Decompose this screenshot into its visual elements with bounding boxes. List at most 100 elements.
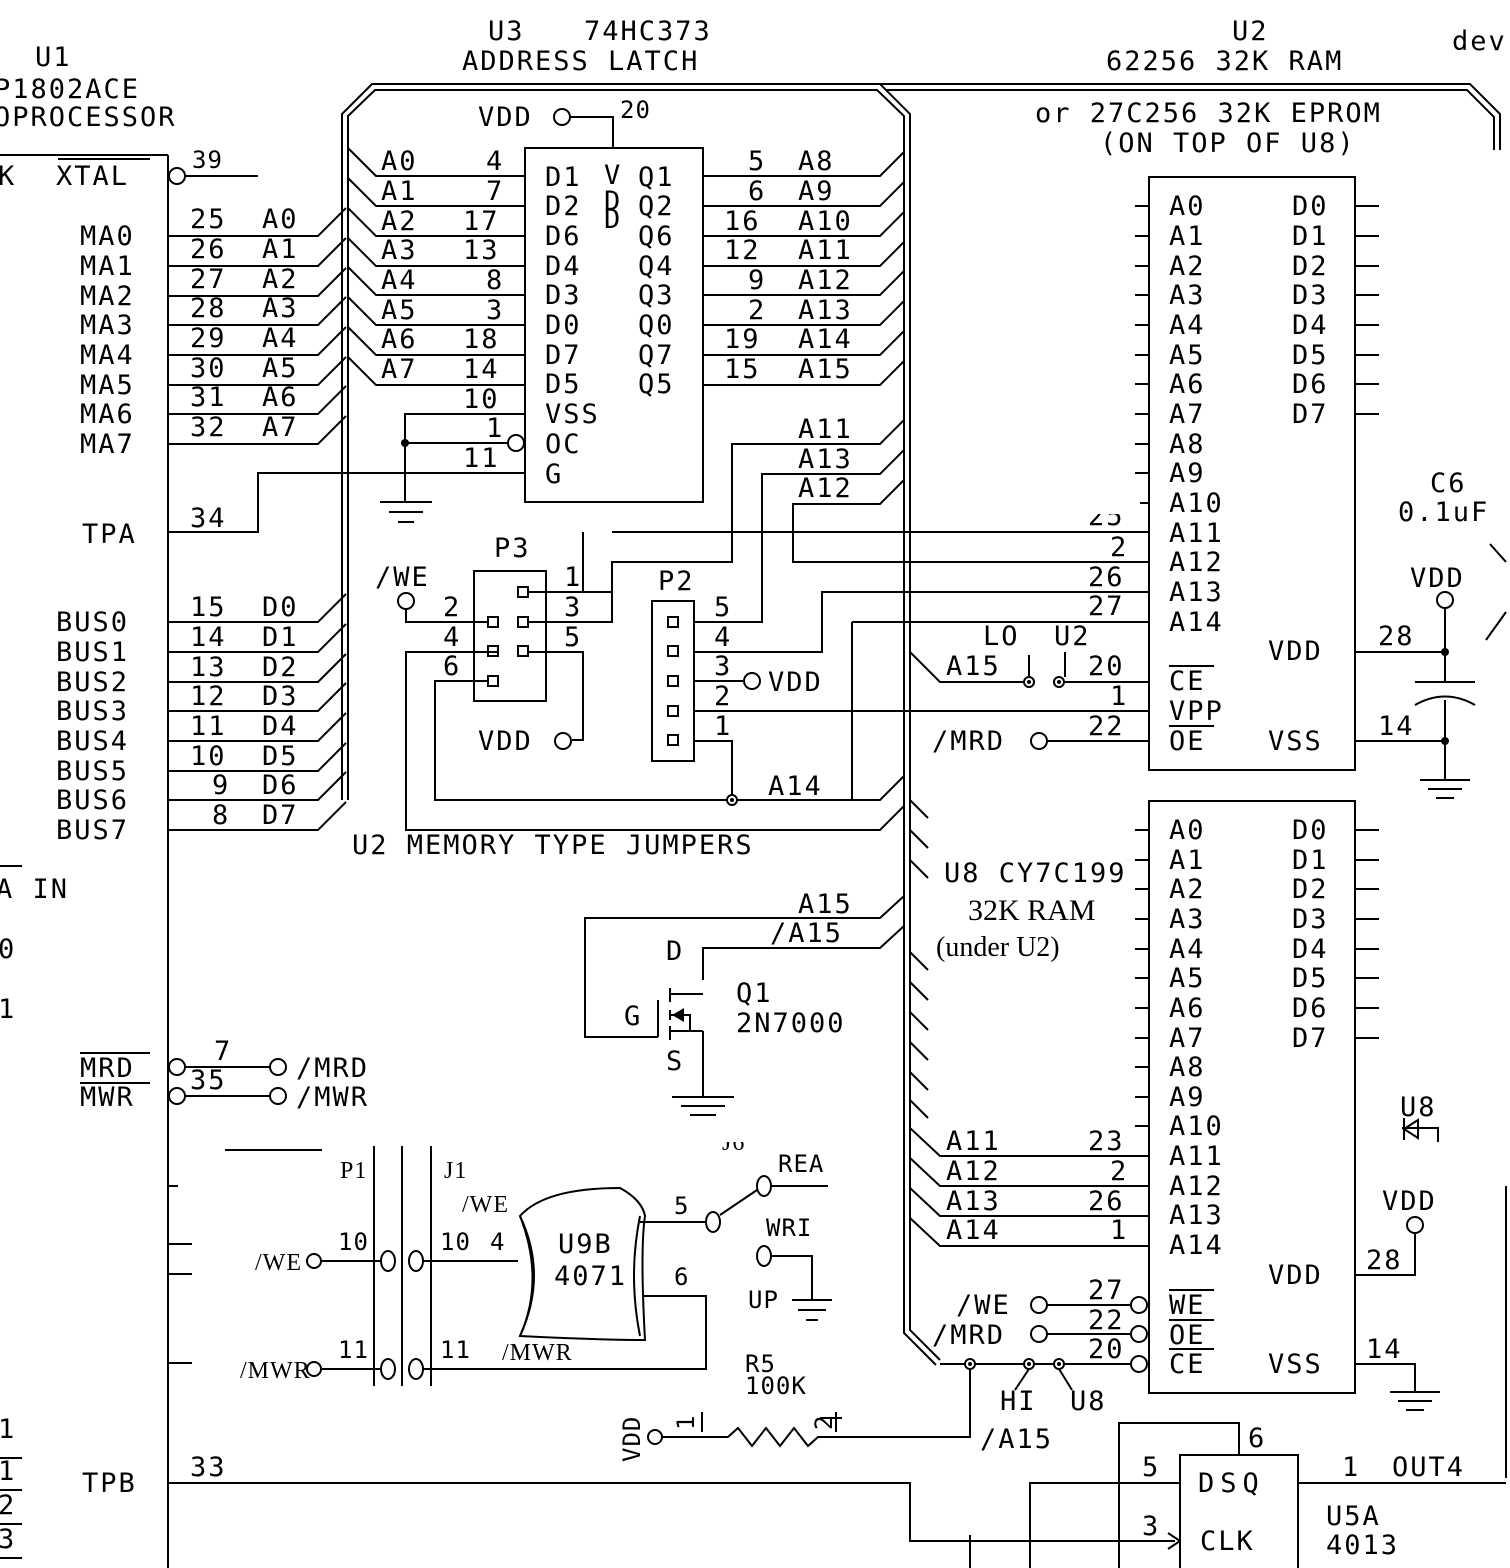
u3-in-label: D7: [545, 340, 582, 371]
q1-a15n-net: /A15: [770, 918, 843, 949]
u1-desc: OPROCESSOR: [0, 102, 177, 133]
u2-oe-pin: 22: [1088, 711, 1125, 742]
u1-clock-label: K: [0, 161, 16, 192]
u3-body: [524, 147, 704, 503]
u1-bus: BUS2: [56, 667, 129, 698]
u3-in-label: D6: [545, 221, 582, 252]
u2-ce-pin: 20: [1088, 651, 1125, 682]
u9b-in2-pin: 6: [674, 1263, 689, 1291]
u3-out-pin: 12: [724, 235, 761, 266]
u1-addr-net: A6: [262, 382, 299, 413]
u2-a13-pin: 26: [1088, 562, 1125, 593]
u8-a15n-net: /A15: [980, 1424, 1053, 1455]
u8-in-net: A14: [946, 1215, 1001, 1246]
u2-vss-pin: 14: [1378, 711, 1415, 742]
u2-d-label: D2: [1292, 251, 1329, 282]
u1-ma-pin: 30: [190, 353, 227, 384]
u1-ma-pin: 26: [190, 234, 227, 265]
u8-we-net: /WE: [956, 1290, 1011, 1321]
u2-a-label: A12: [1169, 547, 1224, 578]
u3-in-net: A6: [381, 324, 418, 355]
jmp-bus-a14: A14: [768, 771, 823, 802]
u1-data-net: D3: [262, 681, 299, 712]
r5-pin2: 2: [810, 1415, 838, 1430]
u1-ma4: MA4: [80, 340, 135, 371]
u1-ma7: MA7: [80, 429, 135, 460]
u5a-pin1: 1: [1342, 1452, 1360, 1483]
u3-in-pin: 7: [486, 176, 504, 207]
u3-out-pin: 9: [748, 265, 766, 296]
u5a-q-label: Q: [1243, 1468, 1261, 1499]
u3-in-net: A0: [381, 146, 418, 177]
u2-sel-a15: A15: [946, 651, 1001, 682]
u8-vdd-label: VDD: [1382, 1186, 1437, 1217]
u3-g: G: [545, 459, 563, 490]
u1-bus: BUS3: [56, 696, 129, 727]
u9b-ref: U9B: [558, 1229, 613, 1260]
u8-a-label: A9: [1169, 1082, 1206, 1113]
u1-bus: BUS4: [56, 726, 129, 757]
u8-a-label: A3: [1169, 904, 1206, 935]
u2-a-label: A0: [1169, 191, 1206, 222]
u8-in-net: A13: [946, 1186, 1001, 1217]
mwr-net: /MWR: [296, 1082, 369, 1113]
u8-a-label: A8: [1169, 1052, 1206, 1083]
u3-in-net: A4: [381, 265, 418, 296]
u1-bus-pin: 12: [190, 681, 227, 712]
u1-tpb: TPB: [82, 1468, 137, 1499]
u3-out-label: Q1: [638, 162, 675, 193]
u3-out-net: A11: [798, 235, 853, 266]
c6-capacitor: C6 0.1uF VDD: [1398, 468, 1507, 799]
u2-a-label: A3: [1169, 280, 1206, 311]
u1-frag: 1: [0, 1456, 16, 1487]
u2-alt: or 27C256 32K EPROM: [1035, 98, 1382, 129]
u3-in-net: A1: [381, 176, 418, 207]
u8-body: [1148, 800, 1356, 1394]
u3-out-pin: 16: [724, 206, 761, 237]
u9-up: UP: [748, 1286, 779, 1314]
u8-vdd: VDD: [1268, 1260, 1323, 1291]
u3-in-pin: 17: [463, 206, 500, 237]
u5a-out: OUT4: [1392, 1452, 1465, 1483]
u3-oc-pin: 1: [486, 413, 504, 444]
u1-bus: BUS5: [56, 756, 129, 787]
u1-mrd: MRD: [80, 1053, 135, 1084]
u1-data-net: D1: [262, 622, 299, 653]
u8-a-label: A12: [1169, 1171, 1224, 1202]
u8-a-label: A14: [1169, 1230, 1224, 1261]
u3-out-label: Q0: [638, 310, 675, 341]
u8-ce-pin: 20: [1088, 1334, 1125, 1365]
u9b-in1-pin: 4: [490, 1228, 505, 1256]
u2-dev-frag: dev: [1452, 26, 1507, 57]
p3-vdd: VDD: [478, 726, 533, 757]
u1-data-net: D7: [262, 800, 299, 831]
u8-d-label: D4: [1292, 934, 1329, 965]
p1-mwr-pin: 11: [338, 1336, 369, 1364]
u1-mrd-pin: 7: [214, 1036, 232, 1067]
u8-oe: OE: [1169, 1320, 1206, 1351]
p1-we-in: /WE: [255, 1250, 302, 1276]
u1-ma-pin: 25: [190, 204, 227, 235]
u8-address-pins: A0 A1 A2 A3 A4 A5 A6 A7 A8 A9 A10 A11 A1…: [1135, 815, 1224, 1261]
u1-bus: BUS1: [56, 637, 129, 668]
u5a-s-label: S: [1220, 1468, 1238, 1499]
u2-part: 62256 32K RAM: [1106, 46, 1343, 77]
u2-memory: U2 62256 32K RAM dev or 27C256 32K EPROM…: [909, 16, 1507, 771]
q1-drain: D: [666, 936, 684, 967]
u1-xtal-pin-num: 39: [192, 146, 223, 174]
u2-ref: U2: [1232, 16, 1269, 47]
u8-d-label: D5: [1292, 963, 1329, 994]
u1-mwr-pin: 35: [190, 1065, 227, 1096]
jmp-bus-a12: A12: [798, 473, 853, 504]
u5a-ref: U5A: [1326, 1501, 1381, 1532]
u2-d-label: D3: [1292, 280, 1329, 311]
u8-d-label: D7: [1292, 1023, 1329, 1054]
u8-a-label: A1: [1169, 845, 1206, 876]
u3-latch: U3 74HC373 ADDRESS LATCH VDD 20 V D D A0…: [347, 16, 905, 523]
u3-in-pin: 3: [486, 295, 504, 326]
u8-a-label: A11: [1169, 1141, 1224, 1172]
u3-out-pin: 6: [748, 176, 766, 207]
u5a-d-label: D: [1198, 1468, 1216, 1499]
u3-vss: VSS: [545, 399, 600, 430]
u2-vpp-pin: 1: [1110, 681, 1128, 712]
